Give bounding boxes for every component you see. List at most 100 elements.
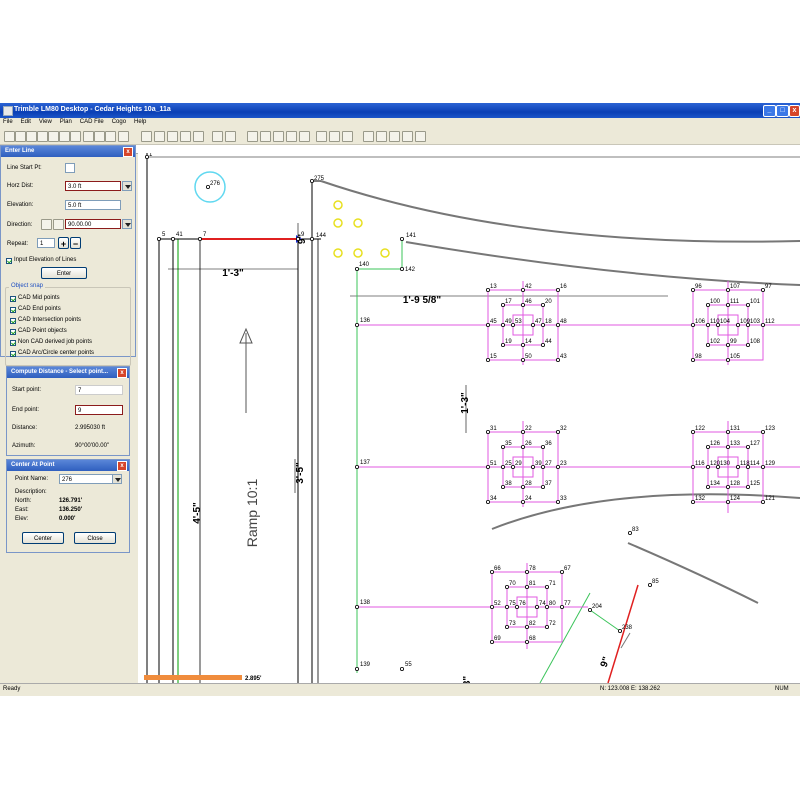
survey-point[interactable] <box>691 429 696 434</box>
survey-point[interactable] <box>489 569 494 574</box>
checkmark-icon[interactable] <box>118 131 129 142</box>
survey-point[interactable] <box>726 287 731 292</box>
survey-point[interactable] <box>555 322 560 327</box>
zoom-all-icon[interactable] <box>225 131 236 142</box>
close-window-button[interactable]: x <box>789 105 800 117</box>
start-point-field[interactable]: 7 <box>75 385 123 395</box>
end-point-field[interactable]: 9 <box>75 405 123 415</box>
snap-mid-checkbox[interactable] <box>10 296 16 302</box>
survey-point[interactable] <box>171 237 176 242</box>
survey-point[interactable] <box>520 484 525 489</box>
cad-drawing[interactable]: 1'-3" 1'-9 5/8" 4'-5" 3'-5" 1'-3" 3" 9" … <box>138 153 800 683</box>
minimize-button[interactable]: _ <box>763 105 776 117</box>
survey-point[interactable] <box>485 357 490 362</box>
title-bar[interactable]: Trimble LM80 Desktop - Cedar Heights 10a… <box>0 103 800 118</box>
redo-icon[interactable] <box>94 131 105 142</box>
menu-edit[interactable]: Edit <box>20 119 31 125</box>
survey-point[interactable] <box>510 322 515 327</box>
survey-point[interactable] <box>746 444 751 449</box>
plus-button[interactable]: + <box>58 237 69 249</box>
survey-point[interactable] <box>500 342 505 347</box>
survey-point[interactable] <box>485 499 490 504</box>
undo-icon[interactable] <box>83 131 94 142</box>
survey-point[interactable] <box>524 584 529 589</box>
survey-point[interactable] <box>504 624 509 629</box>
point-tool-icon[interactable] <box>299 131 310 142</box>
survey-point[interactable] <box>354 667 359 672</box>
menu-cogo[interactable]: Cogo <box>111 119 127 125</box>
survey-point[interactable] <box>309 178 314 183</box>
survey-point[interactable] <box>617 628 622 633</box>
report-icon[interactable] <box>402 131 413 142</box>
window-icon[interactable] <box>389 131 400 142</box>
survey-point[interactable] <box>706 322 711 327</box>
line-start-field[interactable] <box>65 163 75 173</box>
close-icon[interactable]: x <box>117 368 127 378</box>
enter-button[interactable]: Enter <box>41 267 87 279</box>
survey-point[interactable] <box>500 444 505 449</box>
survey-point[interactable] <box>540 302 545 307</box>
survey-point[interactable] <box>514 604 519 609</box>
survey-point[interactable] <box>399 667 404 672</box>
elevation-field[interactable]: 5.0 ft <box>65 200 121 210</box>
text-icon[interactable] <box>342 131 353 142</box>
survey-point[interactable] <box>726 429 731 434</box>
close-icon[interactable]: x <box>117 461 127 471</box>
circle-tool-icon[interactable] <box>273 131 284 142</box>
survey-point[interactable] <box>520 499 525 504</box>
survey-point[interactable] <box>399 237 404 242</box>
rotate-left-icon[interactable] <box>41 219 52 230</box>
survey-point[interactable] <box>510 464 515 469</box>
survey-point[interactable] <box>555 287 560 292</box>
survey-point[interactable] <box>530 322 535 327</box>
survey-point[interactable] <box>716 464 721 469</box>
menu-file[interactable]: File <box>3 119 13 125</box>
survey-point[interactable] <box>524 569 529 574</box>
survey-point[interactable] <box>761 322 766 327</box>
rotate-right-icon[interactable] <box>53 219 64 230</box>
layer-icon[interactable] <box>329 131 340 142</box>
survey-point[interactable] <box>761 499 766 504</box>
zoom-out-icon[interactable] <box>180 131 191 142</box>
survey-point[interactable] <box>627 530 632 535</box>
survey-point[interactable] <box>726 357 731 362</box>
new-icon[interactable] <box>4 131 15 142</box>
survey-point[interactable] <box>520 287 525 292</box>
maximize-button[interactable]: □ <box>776 105 789 117</box>
survey-point[interactable] <box>485 322 490 327</box>
find-icon[interactable] <box>363 131 374 142</box>
survey-point[interactable] <box>504 604 509 609</box>
survey-point[interactable] <box>555 357 560 362</box>
survey-point[interactable] <box>540 322 545 327</box>
survey-point[interactable] <box>540 342 545 347</box>
minus-button[interactable]: − <box>70 237 81 249</box>
zoom-in-icon[interactable] <box>167 131 178 142</box>
snap-end-checkbox[interactable] <box>10 307 16 313</box>
snap-point-objects-checkbox[interactable] <box>10 329 16 335</box>
survey-point[interactable] <box>746 302 751 307</box>
survey-point[interactable] <box>726 342 731 347</box>
survey-point[interactable] <box>706 342 711 347</box>
survey-point[interactable] <box>691 464 696 469</box>
survey-point[interactable] <box>706 444 711 449</box>
survey-point[interactable] <box>691 287 696 292</box>
pan-icon[interactable] <box>154 131 165 142</box>
survey-point[interactable] <box>504 584 509 589</box>
point-name-field[interactable]: 276 <box>59 474 113 484</box>
image-icon[interactable] <box>415 131 426 142</box>
direction-dropdown[interactable] <box>122 219 132 229</box>
survey-point[interactable] <box>555 499 560 504</box>
horz-dist-dropdown[interactable] <box>122 181 132 191</box>
menu-view[interactable]: View <box>38 119 52 125</box>
survey-point[interactable] <box>559 604 564 609</box>
cut-icon[interactable] <box>37 131 48 142</box>
survey-point[interactable] <box>534 604 539 609</box>
survey-point[interactable] <box>530 464 535 469</box>
survey-point[interactable] <box>524 639 529 644</box>
survey-point[interactable] <box>520 429 525 434</box>
survey-point[interactable] <box>309 237 314 242</box>
survey-point[interactable] <box>485 464 490 469</box>
survey-point[interactable] <box>524 624 529 629</box>
arc-tool-icon[interactable] <box>260 131 271 142</box>
survey-point[interactable] <box>726 484 731 489</box>
